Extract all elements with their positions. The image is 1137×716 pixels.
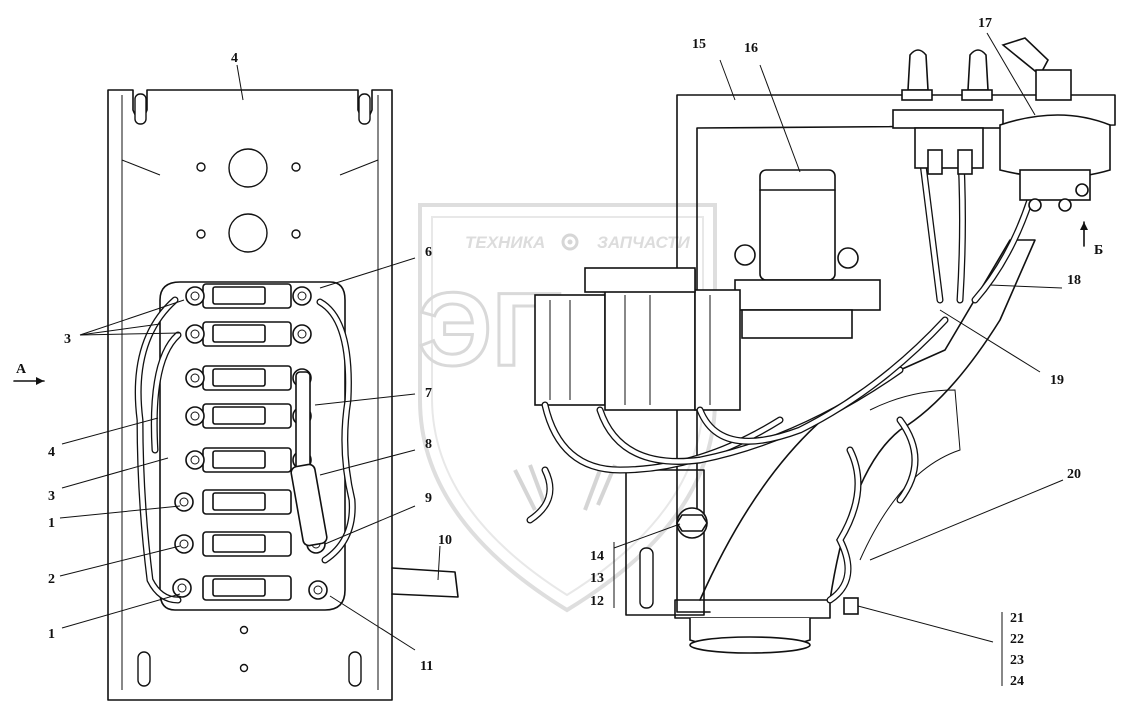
leader-lines: [59, 32, 1064, 686]
svg-text:Б: Б: [1094, 243, 1103, 258]
fuse-holder: [185, 283, 312, 309]
callout-14: 14: [590, 549, 604, 564]
callouts: 4 3 6 7 4 8 3 9 1 10 2 1 11 14 13 12 15 …: [48, 16, 1081, 689]
callout-3: 3: [48, 489, 55, 504]
fuse-holder: [174, 489, 292, 515]
fuse-holder: [172, 575, 328, 601]
fuse-panel-view: [107, 89, 459, 701]
callout-21: 21: [1010, 611, 1024, 626]
connector-block: [534, 267, 741, 411]
fuse-holder: [185, 403, 312, 429]
column: [699, 239, 1036, 601]
callout-2: 2: [48, 572, 55, 587]
key-switch: [999, 37, 1111, 212]
callout-1: 1: [48, 516, 55, 531]
fuse-holder: [185, 321, 312, 347]
mounting-hole-upper: [228, 148, 268, 188]
callout-20: 20: [1067, 467, 1081, 482]
callout-12: 12: [590, 594, 604, 609]
screw: [843, 597, 859, 615]
screw-hole: [196, 229, 206, 239]
callout-7: 7: [425, 386, 432, 401]
slot-bottom-right: [348, 651, 362, 687]
callout-4: 4: [231, 51, 238, 66]
screw-hole: [196, 162, 206, 172]
fuse-holder: [174, 531, 326, 557]
callout-17: 17: [978, 16, 992, 31]
slot-bottom-left: [137, 651, 151, 687]
callout-22: 22: [1010, 632, 1024, 647]
toggle-switch: [961, 49, 993, 101]
callout-19: 19: [1050, 373, 1064, 388]
callout-6: 6: [425, 245, 432, 260]
screw-hole: [291, 229, 301, 239]
relay: [734, 169, 881, 339]
watermark-brand-right: ЗАПЧАСТИ: [597, 233, 690, 252]
slot: [639, 547, 654, 609]
mounting-flange: [674, 599, 831, 619]
callout-13: 13: [590, 571, 604, 586]
callout-15: 15: [692, 37, 706, 52]
callout-11: 11: [420, 659, 433, 674]
gear-icon: [561, 233, 579, 251]
view-marker-b: Б: [1080, 221, 1103, 258]
callout-1: 1: [48, 627, 55, 642]
bus-bar: [290, 463, 328, 547]
bracket-assembly-view: [526, 37, 1116, 654]
callout-9: 9: [425, 491, 432, 506]
slot-top-left: [134, 93, 147, 125]
callout-8: 8: [425, 437, 432, 452]
mounting-hole-lower: [228, 213, 268, 253]
callout-23: 23: [1010, 653, 1024, 668]
callout-10: 10: [438, 533, 452, 548]
callout-16: 16: [744, 41, 758, 56]
switch-body: [892, 109, 1004, 175]
svg-text:А: А: [16, 362, 27, 377]
view-marker-a: А: [13, 362, 45, 385]
bus-bar: [295, 371, 311, 473]
callout-18: 18: [1067, 273, 1081, 288]
slot-top-right: [358, 93, 371, 125]
callout-4: 4: [48, 445, 55, 460]
callout-24: 24: [1010, 674, 1024, 689]
fuse-holder: [185, 365, 312, 391]
fuse-block: [159, 281, 346, 611]
toggle-switch: [901, 49, 933, 101]
wheat-emblem: [513, 464, 617, 511]
lower-bracket: [625, 469, 705, 616]
bolt: [676, 507, 708, 539]
screw-hole: [291, 162, 301, 172]
cable: [391, 567, 459, 598]
screw-hole: [239, 663, 249, 673]
callout-3: 3: [64, 332, 71, 347]
watermark-brand-left: ТЕХНИКА: [465, 233, 545, 252]
screw-hole: [239, 625, 249, 635]
